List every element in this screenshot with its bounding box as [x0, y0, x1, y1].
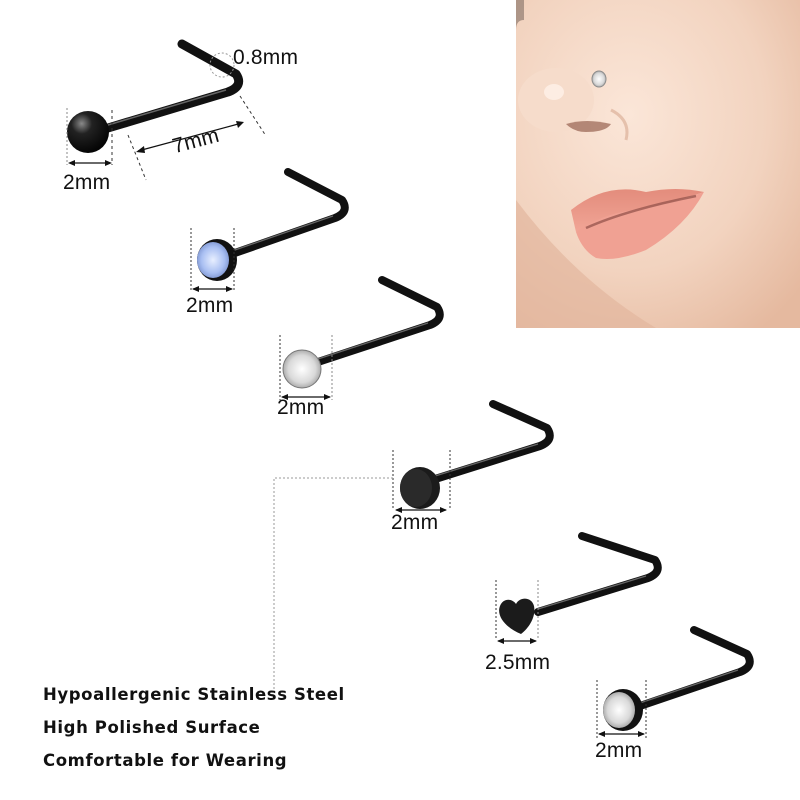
stud6-size-label: 2mm	[595, 739, 643, 762]
stud-heart	[495, 532, 662, 644]
feature-item: Hypoallergenic Stainless Steel	[43, 685, 345, 704]
nose-stud-gem	[591, 70, 607, 88]
stud-prong-clear-gem	[279, 276, 444, 400]
stud5-size-label: 2.5mm	[485, 651, 551, 674]
stud1-size-label: 2mm	[63, 171, 111, 194]
face-illustration	[516, 0, 800, 328]
model-photo	[516, 0, 800, 328]
stud-bezel-blue-gem	[190, 168, 349, 292]
stud-ball	[66, 39, 267, 181]
feature-item: Comfortable for Wearing	[43, 751, 288, 770]
feature-item: High Polished Surface	[43, 718, 261, 737]
stud2-size-label: 2mm	[186, 294, 234, 317]
stud4-size-label: 2mm	[391, 511, 439, 534]
stud-flat-disc	[273, 400, 554, 690]
feature-list: Hypoallergenic Stainless Steel High Poli…	[43, 684, 345, 783]
stud-bezel-clear-gem	[596, 626, 754, 738]
gauge-label: 0.8mm	[233, 46, 299, 69]
stud3-size-label: 2mm	[277, 396, 325, 419]
